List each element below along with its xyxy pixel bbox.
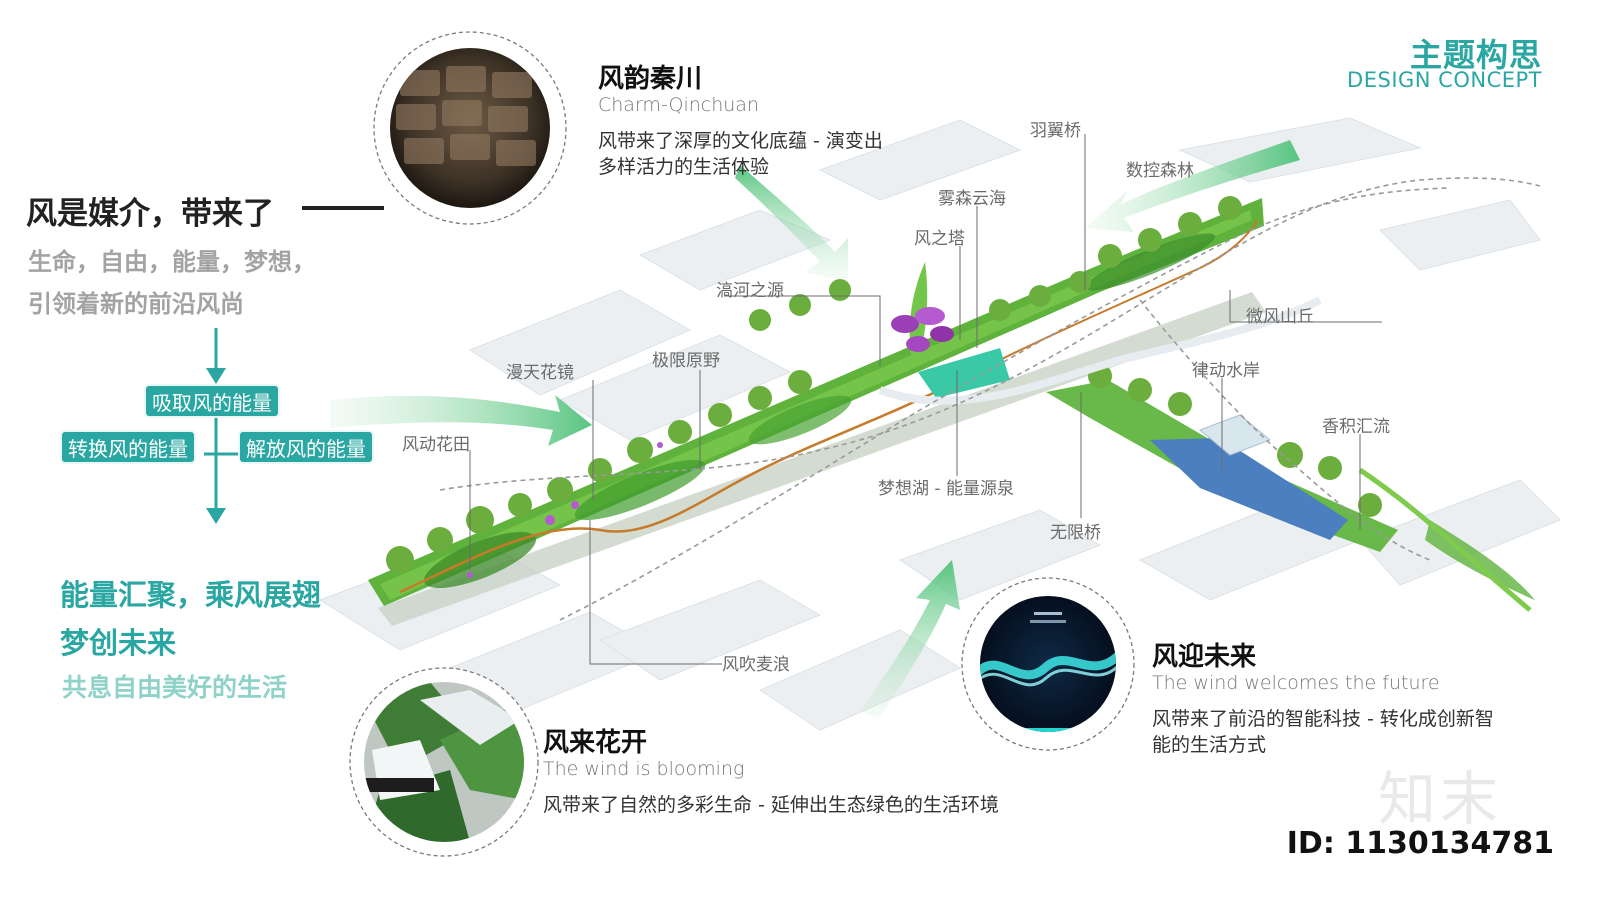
flow-box-convert: 转换风的能量: [60, 430, 196, 464]
label-weifeng: 微风山丘: [1246, 307, 1314, 327]
label-lvdong: 律动水岸: [1192, 361, 1260, 381]
callout-bloom-title: 风来花开: [543, 728, 648, 758]
label-fengzhita: 风之塔: [914, 229, 965, 249]
image-id: ID: 1130134781: [1286, 826, 1554, 861]
callout-bloom-desc: 风带来了自然的多彩生命 - 延伸出生态绿色的生活环境: [543, 794, 999, 816]
callout-future-en: The wind welcomes the future: [1152, 672, 1440, 694]
callout-future-desc-2: 能的生活方式: [1152, 734, 1267, 756]
wind-arrows: [330, 140, 1300, 720]
flow-box-absorb: 吸取风的能量: [144, 384, 280, 418]
callout-future-desc-1: 风带来了前沿的智能科技 - 转化成创新智: [1152, 708, 1494, 730]
callout-future-title: 风迎未来: [1152, 642, 1257, 672]
label-wuxian: 无限桥: [1050, 523, 1101, 543]
brand-watermark: 知末: [1377, 765, 1502, 833]
label-wusen: 雾森云海: [938, 189, 1006, 209]
label-mengxiang: 梦想湖 - 能量源泉: [878, 479, 1014, 499]
label-shukong: 数控森林: [1126, 161, 1194, 181]
page-title: 主题构思: [1409, 36, 1542, 74]
slogan-line-3: 共息自由美好的生活: [62, 673, 288, 702]
wind-ribbons: [878, 296, 1532, 612]
callout-qinchuan-en: Charm-Qinchuan: [598, 94, 759, 116]
strip-shadow: [378, 292, 1266, 626]
label-jixian: 极限原野: [652, 351, 720, 371]
callout-qinchuan-title: 风韵秦川: [598, 64, 703, 94]
slogan-line-2: 梦创未来: [60, 626, 177, 660]
callout-bloom-en: The wind is blooming: [543, 758, 745, 780]
label-zaohe: 滈河之源: [716, 281, 784, 301]
intro-line-1: 生命，自由，能量，梦想，: [28, 248, 316, 276]
bloom-photo: [349, 667, 539, 857]
dream-lake: [918, 348, 1010, 398]
page-subtitle: DESIGN CONCEPT: [1347, 68, 1542, 92]
intro-line-2: 引领着新的前沿风尚: [28, 290, 244, 318]
future-photo: [961, 577, 1135, 751]
label-yuyiqiao: 羽翼桥: [1030, 121, 1081, 141]
qinchuan-photo: [373, 31, 567, 225]
flow-box-release: 解放风的能量: [238, 430, 374, 464]
callout-qinchuan-desc-2: 多样活力的生活体验: [598, 156, 770, 178]
intro-lead: 风是媒介，带来了: [26, 196, 274, 232]
label-mantian: 漫天花镜: [506, 363, 574, 383]
label-xiangji: 香积汇流: [1322, 417, 1390, 437]
callout-qinchuan-desc-1: 风带来了深厚的文化底蕴 - 演变出: [598, 130, 883, 152]
intro-dash: [302, 206, 384, 210]
flow-lines: [439, 177, 1541, 621]
label-fengdong: 风动花田: [402, 435, 470, 455]
wind-tower: [891, 262, 954, 362]
leader-lines: [469, 134, 1382, 665]
flow-arrows: [204, 328, 240, 524]
slogan-line-1: 能量汇聚，乘风展翅: [60, 578, 322, 612]
label-fengchui: 风吹麦浪: [722, 655, 790, 675]
